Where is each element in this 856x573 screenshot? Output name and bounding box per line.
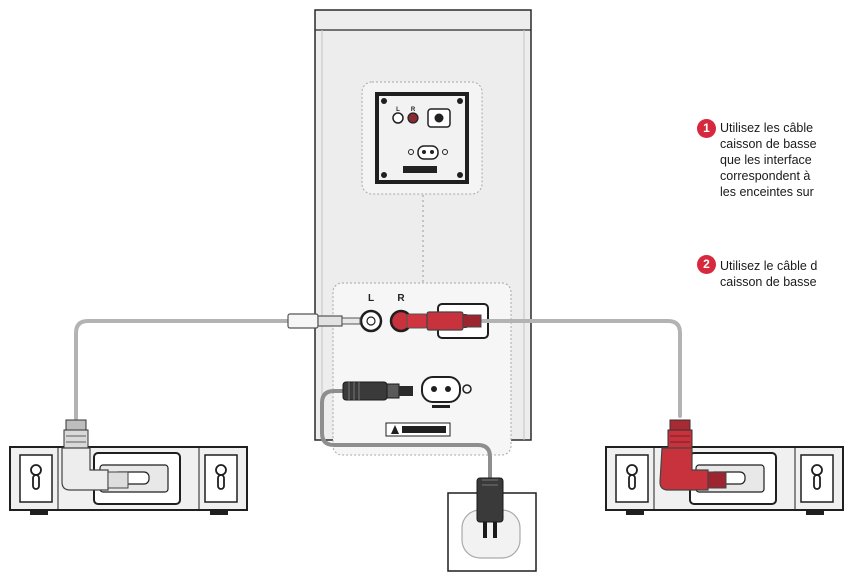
step-2-line-1: Utilisez le câble d <box>720 259 818 273</box>
step-2-badge: 2 <box>697 255 716 274</box>
wall-outlet <box>447 477 537 572</box>
step-1-line-5: les enceintes sur <box>720 185 814 199</box>
power-plug-icon <box>342 381 388 401</box>
cable-left-rca <box>74 313 361 420</box>
right-speaker <box>605 419 844 515</box>
mini-connector-panel: L R <box>361 81 483 195</box>
mini-jack-left-label: L <box>396 107 400 113</box>
power-cable <box>320 381 492 480</box>
jack-right-label: R <box>397 293 405 304</box>
step-2-text: Utilisez le câble d caisson de basse <box>720 258 817 290</box>
step-1-line-1: Utilisez les câble <box>720 121 814 135</box>
left-speaker <box>9 419 248 515</box>
mini-jack-right-label: R <box>411 107 416 113</box>
cable-right-rca <box>406 311 682 418</box>
step-1-text: Utilisez les câble caisson de basse que … <box>720 120 817 200</box>
jack-left-label: L <box>368 293 374 304</box>
step-1-badge: 1 <box>697 119 716 138</box>
step-1-line-3: que les interface <box>720 153 812 167</box>
step-1-line-2: caisson de basse <box>720 137 817 151</box>
step-2-line-2: caisson de basse <box>720 275 817 289</box>
step-1-line-4: correspondent à <box>720 169 811 183</box>
connector-panel-zoom: L R <box>332 282 512 456</box>
